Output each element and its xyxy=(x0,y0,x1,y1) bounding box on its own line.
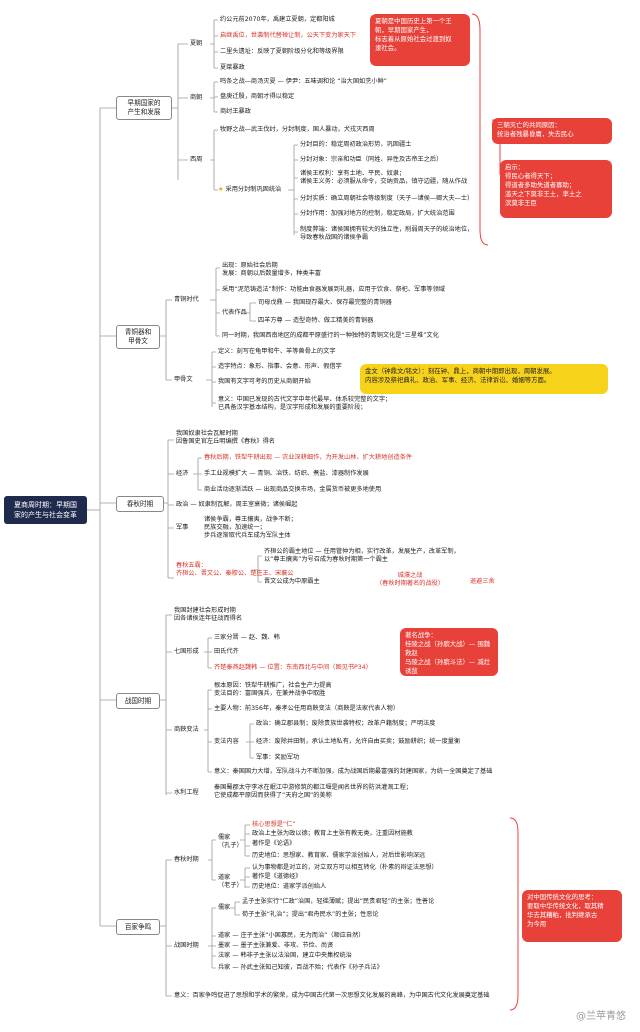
zhou-fengjian-label: ★ 采用分封制巩固统治 xyxy=(218,186,281,194)
spring-economy-label: 经济 xyxy=(176,470,189,477)
xia-item: 约公元前2070年，禹建立夏朝，定都阳城 xyxy=(220,16,335,23)
section-early-state: 早期国家的 产生和发展 xyxy=(116,96,172,120)
shang-item: 盘庚迁殷，商朝才得以稳定 xyxy=(220,93,295,100)
schools-other: 墨家 — 墨子主张兼爱、非攻、节俭、尚贤 xyxy=(218,942,334,949)
schools-ru2-item: 孟子主张实行“仁政”治国，轻徭薄赋；提出“民贵君轻”的主张；性善论 xyxy=(242,898,435,905)
schools-other: 兵家 — 孙武主张知己知彼，百战不殆；代表作《孙子兵法》 xyxy=(218,964,383,971)
root-node: 夏商周时期：早期国 家的产生与社会变革 xyxy=(4,496,87,524)
oracle-item: 造字特点：象形、指事、会意、形声、假借字 xyxy=(218,363,342,370)
shang-item: 商纣王暴政 xyxy=(220,108,251,115)
schools-ru-label: 儒家 （孔子） xyxy=(218,834,243,849)
warring-reform-label: 商鞅变法 xyxy=(174,726,199,733)
spring-economy-item: 春秋后期，铁犁牛耕出现 — 农业深耕细作，为开发山林、扩大耕地创造条件 xyxy=(204,454,413,461)
bronze-item: 采用“泥范铸造法”制作：功能由食器发展到礼器，应用于饮食、祭祀、军事等领域 xyxy=(222,286,445,293)
reform-content-label: 变法内容 xyxy=(214,738,239,745)
fengjian-item: 分封目的：稳定周初政治形势，巩固疆土 xyxy=(300,141,412,148)
schools-spring-label: 春秋时期 xyxy=(174,856,199,863)
schools-dao-item: 著作是《道德经》 xyxy=(252,873,302,880)
schools-meaning: 意义：百家争鸣促进了思想和学术的繁荣，成为中国古代第一次思想文化发展的高峰，为中… xyxy=(174,992,490,999)
schools-warring-label: 战国时期 xyxy=(174,942,199,949)
section-warring-states: 战国时期 xyxy=(116,693,160,709)
fengjian-item: 分封实质：确立周朝社会等级制度（天子—诸侯—卿大夫—士） xyxy=(300,195,474,202)
spring-qi: 齐桓公的霸主地位 — 任用管仲为相，实行改革，发展生产，改革军制， 以“尊王攘夷… xyxy=(264,548,460,563)
reform-content-item: 军事：奖励军功 xyxy=(256,754,300,761)
schools-note: 对中国传统文化的思考： 要取中华传统文化，取其精 华去其糟粕，批判继承古 为今用 xyxy=(522,890,622,942)
xia-label: 夏朝 xyxy=(190,40,203,47)
schools-dao-label: 道家 （老子） xyxy=(218,874,243,889)
schools-ru-item: 政治上主张为政以德；教育上主张有教无类，注重因材施教 xyxy=(252,830,413,837)
zhou-label: 西周 xyxy=(190,156,203,163)
schools-ru-item: 核心思想是“仁” xyxy=(252,821,296,828)
schools-ru-item: 著作是《论语》 xyxy=(252,840,296,847)
xia-item: 夏桀暴政 xyxy=(220,64,245,71)
spring-five-hegemons: 春秋五霸： 齐桓公、晋文公、秦穆公、楚庄王、宋襄公 xyxy=(176,562,294,577)
warring-water: 秦国蜀郡太守李冰在岷江中游修筑的都江堰是闻名世界的防洪灌溉工程； 它使成都平原因… xyxy=(214,784,412,799)
spring-jin-tag: 退避三舍 xyxy=(470,578,495,585)
reform-root: 根本原因：铁犁牛耕推广，社会生产力提高 变法目的：富国强兵，在兼并战争中取胜 xyxy=(214,682,332,697)
schools-ru2-item: 荀子主张“礼治”；提出“君舟民水”的主张；性恶论 xyxy=(242,911,379,918)
reform-meaning: 意义：秦国国力大增，军队战斗力不断加强，成为战国后期最富强的封建国家，为统一全国… xyxy=(214,768,493,775)
bronze-work: 司母戊鼎 — 我国现存最大、保存最完整的青铜器 xyxy=(258,299,392,306)
schools-other: 法家 — 韩非子主张以法治国，建立中央集权统治 xyxy=(218,952,352,959)
fengjian-item: 分封作用：加强对地方的控制，稳定政局，扩大统治范围 xyxy=(300,210,455,217)
fengjian-object-text: 分封对象：宗亲和功臣（同姓、异性及古帝王之后） xyxy=(300,156,443,163)
watermark: @兰苹青悠 xyxy=(576,1011,626,1022)
bronze-item: 出现：原始社会后期 发展：商朝以后数量增多，种类丰富 xyxy=(222,262,321,277)
schools-other: 道家 — 庄子主张“小国寡民，无为而治”（顺应自然） xyxy=(218,932,365,939)
oracle-item: 意义：中国已发现的古代文字中年代最早、体系较完整的文字； 已具备汉字基本结构，是… xyxy=(218,396,392,411)
spring-military: 诸侯争霸，尊王攘夷，战争不断； 民族交融，加速统一； 步兵逐渐取代兵车成为军队主… xyxy=(204,516,297,539)
xia-item: 启继禹位，世袭制代替禅让制，公天下变为家天下 xyxy=(220,32,357,39)
spring-military-label: 军事 xyxy=(176,524,189,531)
schools-ru-item: 历史地位：思想家、教育家、儒家学派创始人，对后世影响深远 xyxy=(252,852,426,859)
spring-jin-battle: 城濮之战 （春秋时期著名的战役） xyxy=(376,572,445,587)
bronze-works-label: 代表作品 xyxy=(222,309,247,316)
warring-intro: 我国封建社会形成时期 因各诸侯连年征战而得名 xyxy=(174,607,243,622)
warring-water-label: 水利工程 xyxy=(174,789,199,796)
shang-item: 鸣条之战—商汤灭夏 — 伊尹：五味调和论 “治大国如烹小鲜” xyxy=(220,78,387,85)
spring-intro: 我国奴隶社会瓦解时期 因鲁国史官左丘明编撰《春秋》得名 xyxy=(176,430,275,445)
section-hundred-schools: 百家争鸣 xyxy=(116,919,160,935)
bronze-item: 同一时期，我国西南地区的成都平原盛行的一种独特的青铜文化是“三星堆”文化 xyxy=(222,332,439,339)
oracle-item: 定义：刻写在龟甲和牛、羊等兽骨上的文字 xyxy=(218,348,336,355)
bronze-ware-label: 青铜时代 xyxy=(174,296,199,303)
zhou-fengjian-text: 采用分封制巩固统治 xyxy=(225,186,282,193)
fengjian-item: 诸侯王权利：享有土地、平民、奴隶； 诸侯王义务：必须服从命令，交纳贡品，镇守边疆… xyxy=(300,170,468,185)
star-icon: ★ xyxy=(218,186,224,193)
schools-dao-item: 历史地位：道家学派创始人 xyxy=(252,883,327,890)
xia-note: 夏朝是中国历史上第一个王 朝，早期国家产生， 标志着从原始社会过渡到奴 隶社会。 xyxy=(370,14,470,66)
reform-content-item: 经济：废除井田制，承认土地私有，允许自由买卖；鼓励耕织；统一度量衡 xyxy=(256,738,461,745)
reform-content-item: 政治：确立郡县制；废除贵族世袭特权；改革户籍制度；严明法度 xyxy=(256,720,436,727)
fengjian-item: 制度弊端：诸侯国拥有较大的独立性，削弱周天子的统治地位， 导致春秋战国的诸侯争霸 xyxy=(300,226,474,241)
spring-jin: 晋文公成为中原霸主 xyxy=(264,578,320,585)
spring-economy-item: 商业活动逐渐活跃 — 出现商品交换市场，金属货币被更多地使用 xyxy=(204,486,382,493)
schools-dao-item: 认为事物都是对立的，对立双方可以相互转化（朴素的辩证法思想） xyxy=(252,864,438,871)
bronze-work: 四羊方尊 — 造型奇特、做工精美的青铜器 xyxy=(258,317,374,324)
reform-who: 主要人物：前356年，秦孝公任用商鞅变法（商鞅是法家代表人物） xyxy=(214,705,400,712)
fengjian-item: 分封对象：宗亲和功臣（同姓、异性及古帝王之后） xyxy=(300,156,442,164)
schools-ru2-label: 儒家 xyxy=(218,904,231,911)
zhou-note-left: 三朝灭亡的共同原因： 统治者残暴昏庸，失去民心 xyxy=(492,118,612,144)
oracle-item: 我国有文字可考的历史从商朝开始 xyxy=(218,378,311,385)
oracle-label: 甲骨文 xyxy=(174,376,193,383)
warring-seven-item: 田氏代齐 xyxy=(214,648,239,655)
warring-seven-item: 齐楚秦燕赵魏韩 — 位置：东南西北与中间（图见书P34） xyxy=(214,664,372,671)
warring-seven-label: 七国形成 xyxy=(174,648,199,655)
warring-seven-item: 三家分晋 — 赵、魏、韩 xyxy=(214,634,280,641)
oracle-note: 金文（钟鼎文/铭文）：刻在钟、鼎上，商朝中期即出现，周朝发展。 内容涉及祭祀典礼… xyxy=(360,364,608,394)
spring-politics: 政治 — 奴隶制瓦解，周王室衰微；诸侯崛起 xyxy=(176,501,298,508)
section-spring-autumn: 春秋时期 xyxy=(116,496,164,512)
spring-economy-item: 手工业规模扩大 — 青铜、冶铁、纺织、煮盐、漆器制作发展 xyxy=(204,470,369,477)
xia-item: 二里头遗址：反映了夏朝阶级分化和等级界限 xyxy=(220,48,344,55)
section-bronze: 青铜器和 甲骨文 xyxy=(116,325,160,349)
shang-label: 商朝 xyxy=(190,94,203,101)
zhou-item: 牧野之战—武王伐纣，分封制度，国人暴动，犬戎灭西周 xyxy=(220,126,375,133)
zhou-note-right: 启示： 得民心者得天下； 得道者多助失道者寡助； 滥天之下莫非王土，率土之 滨莫… xyxy=(500,160,612,218)
warring-battles-note: 著名战争： 桂陵之战（孙膑大战）— 围魏救赵 马陵之战（孙膑斗法）— 减灶诱敌 … xyxy=(400,628,498,702)
